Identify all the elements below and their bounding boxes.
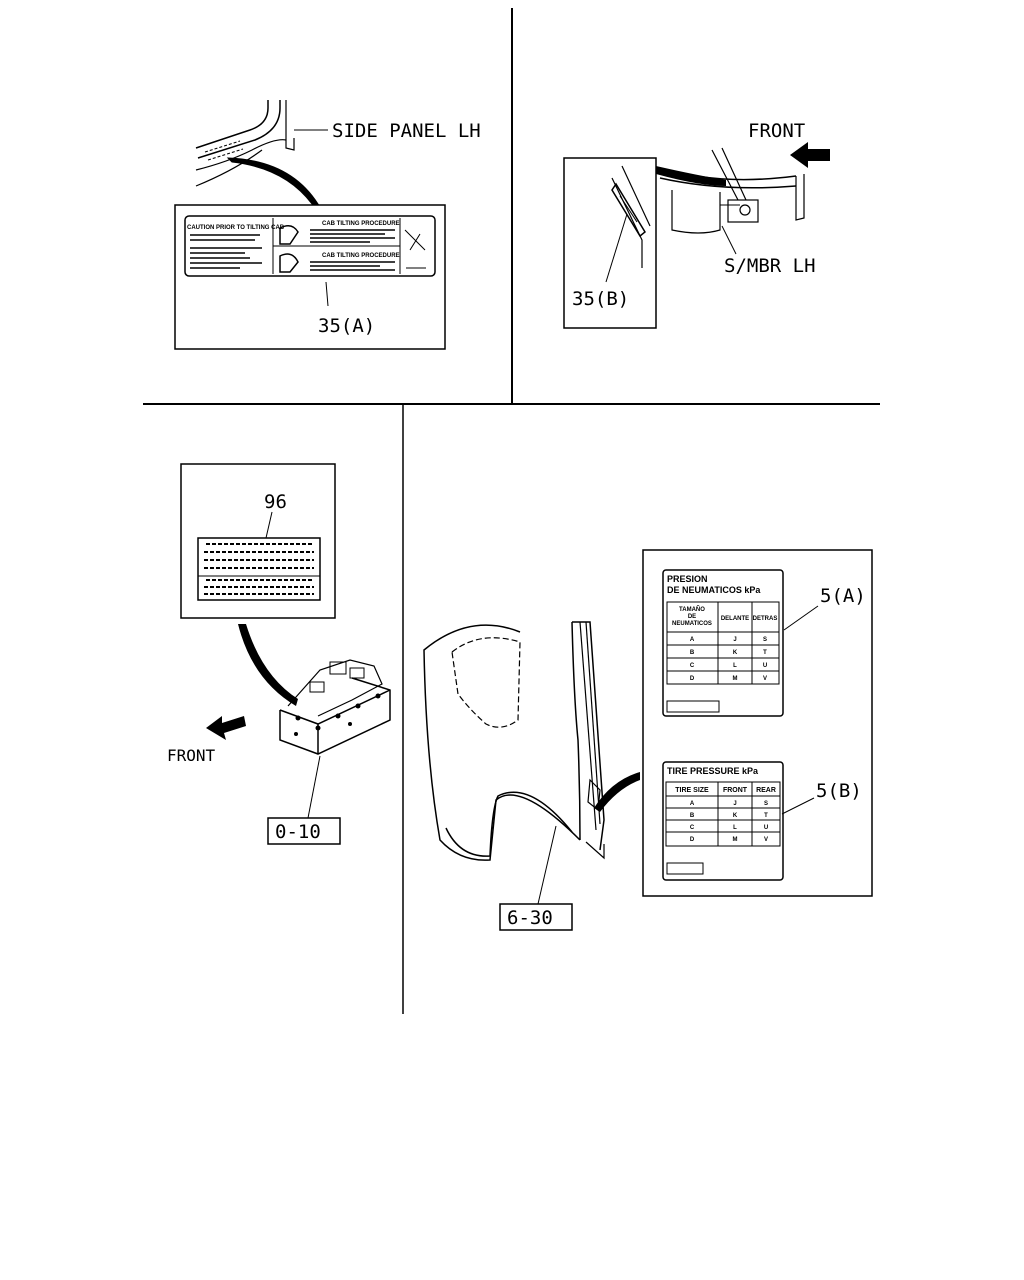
callout-35b: 35(B) bbox=[572, 288, 629, 310]
table-cell: L bbox=[733, 663, 737, 669]
table-cell: S bbox=[763, 637, 767, 643]
english-table-rows: A J S B K T C L U D M V bbox=[690, 801, 768, 843]
spanish-col-size-l3: NEUMATICOS bbox=[672, 621, 712, 627]
table-cell: A bbox=[690, 637, 695, 643]
tire-pressure-label-spanish: PRESION DE NEUMATICOS kPa TAMAÑO DE NEUM… bbox=[662, 569, 784, 717]
callout-96: 96 bbox=[264, 491, 287, 513]
leader-line-5a bbox=[783, 605, 819, 631]
table-cell: M bbox=[733, 676, 738, 682]
callout-5b: 5(B) bbox=[816, 780, 862, 802]
front-label-top: FRONT bbox=[748, 120, 805, 142]
detail-frame-35a bbox=[174, 204, 446, 350]
table-cell: V bbox=[763, 676, 767, 682]
english-title: TIRE PRESSURE kPa bbox=[667, 766, 759, 776]
tire-pressure-label-english: TIRE PRESSURE kPa TIRE SIZE FRONT REAR A… bbox=[662, 761, 784, 881]
decal-upper-title: CAB TILTING PROCEDURE bbox=[322, 221, 400, 227]
callout-35a: 35(A) bbox=[318, 315, 375, 337]
front-arrow-top bbox=[790, 142, 830, 168]
leader-arrow-35b bbox=[656, 166, 726, 186]
table-cell: B bbox=[690, 813, 695, 819]
table-cell: M bbox=[733, 837, 738, 843]
table-cell: C bbox=[690, 663, 695, 669]
table-cell: L bbox=[733, 825, 737, 831]
spanish-col-size-l1: TAMAÑO bbox=[679, 606, 705, 613]
table-cell: U bbox=[764, 825, 768, 831]
leader-line-6-30 bbox=[537, 825, 557, 905]
detail-frame-tire-labels bbox=[642, 549, 873, 897]
english-col-front: FRONT bbox=[723, 787, 748, 794]
table-cell: K bbox=[733, 813, 738, 819]
table-cell: J bbox=[733, 801, 736, 807]
smbr-label: S/MBR LH bbox=[724, 255, 816, 277]
label-35b-sketch bbox=[611, 165, 651, 268]
table-cell: A bbox=[690, 801, 695, 807]
table-cell: S bbox=[764, 801, 768, 807]
spanish-title-line1: PRESION bbox=[667, 574, 708, 584]
side-panel-sketch bbox=[195, 100, 328, 187]
table-cell: D bbox=[690, 676, 695, 682]
english-col-rear: REAR bbox=[756, 787, 776, 794]
table-cell: U bbox=[763, 663, 767, 669]
panel-bottom-right: 6-30 PRESION DE NEUMATICOS kPa TAMAÑO DE… bbox=[423, 549, 873, 931]
table-cell: J bbox=[733, 637, 736, 643]
ref-box-6-30-frame bbox=[499, 903, 573, 931]
table-cell: T bbox=[763, 650, 767, 656]
side-panel-label: SIDE PANEL LH bbox=[332, 120, 481, 142]
table-cell: T bbox=[764, 813, 768, 819]
leader-line-5b bbox=[781, 797, 815, 815]
leader-arrow-96 bbox=[238, 624, 298, 706]
leader-arrow-35a bbox=[226, 157, 319, 205]
callout-5a: 5(A) bbox=[820, 585, 866, 607]
table-cell: V bbox=[764, 837, 768, 843]
decal-lower-title: CAB TILTING PROCEDURE bbox=[322, 253, 400, 259]
cab-tilting-decal: CAUTION PRIOR TO TILTING CAB CAB TILTING… bbox=[184, 215, 436, 277]
front-arrow-bottom bbox=[206, 716, 246, 740]
detail-frame-35b bbox=[563, 157, 657, 329]
ref-box-6-30: 6-30 bbox=[507, 907, 553, 929]
spanish-table-rows: A J S B K T C L U D M V bbox=[690, 637, 767, 682]
table-cell: K bbox=[733, 650, 738, 656]
door-sketch bbox=[423, 621, 605, 861]
leader-line-35a bbox=[325, 281, 329, 307]
leader-line-35b bbox=[605, 213, 628, 283]
table-cell: B bbox=[690, 650, 695, 656]
panel-top-left: SIDE PANEL LH CAUTION PRIOR TO TILTING C… bbox=[174, 100, 481, 350]
side-member-sketch bbox=[659, 147, 805, 234]
table-cell: C bbox=[690, 825, 695, 831]
spanish-title-line2: DE NEUMATICOS kPa bbox=[667, 585, 761, 595]
table-cell: D bbox=[690, 837, 695, 843]
panel-bottom-left: 96 bbox=[167, 463, 391, 845]
front-label-bottom: FRONT bbox=[167, 746, 216, 765]
ref-box-0-10-frame bbox=[267, 817, 341, 845]
decal-caution-title: CAUTION PRIOR TO TILTING CAB bbox=[187, 225, 285, 231]
fuse-label-96 bbox=[197, 537, 321, 601]
leader-line-0-10 bbox=[307, 755, 321, 819]
leader-line-96 bbox=[265, 511, 273, 539]
ref-box-0-10: 0-10 bbox=[275, 821, 321, 843]
detail-frame-96 bbox=[180, 463, 336, 619]
leader-arrow-tire-labels bbox=[594, 772, 640, 812]
english-col-size: TIRE SIZE bbox=[675, 787, 709, 794]
spanish-col-front: DELANTE bbox=[721, 616, 749, 622]
fuse-box-sketch bbox=[279, 659, 391, 755]
panel-top-right: FRONT S/MBR LH 35(B) bbox=[563, 120, 830, 329]
spanish-col-rear: DETRAS bbox=[753, 616, 778, 622]
spanish-col-size-l2: DE bbox=[688, 614, 696, 620]
leader-line-smbr bbox=[721, 225, 737, 255]
